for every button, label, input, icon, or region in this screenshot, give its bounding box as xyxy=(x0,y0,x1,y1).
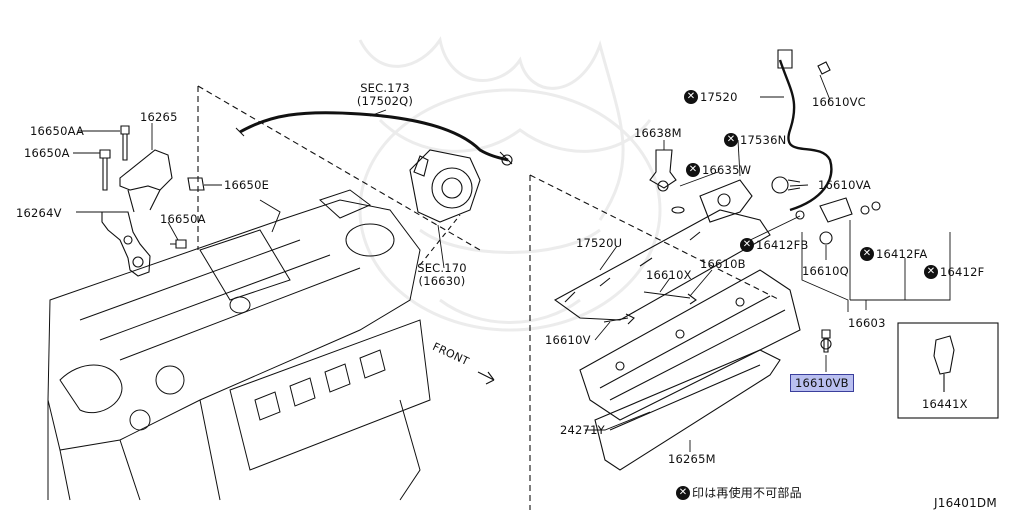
label-24271Y[interactable]: 24271Y xyxy=(560,423,605,437)
label-16635W[interactable]: ✕16635W xyxy=(686,163,751,177)
label-16610VA[interactable]: 16610VA xyxy=(818,178,871,192)
dashed-guide-sec170 xyxy=(419,214,461,266)
label-16412FB[interactable]: ✕16412FB xyxy=(740,238,809,252)
label-16265M[interactable]: 16265M xyxy=(668,452,716,466)
label-16265[interactable]: 16265 xyxy=(140,110,178,124)
clip-16441X xyxy=(933,335,955,392)
engine-cylinder-head xyxy=(47,189,431,501)
label-16441X[interactable]: 16441X xyxy=(922,397,968,411)
bolt-16650A-top xyxy=(99,149,111,191)
label-16412FA[interactable]: ✕16412FA xyxy=(860,247,927,261)
sec173-part: (17502Q) xyxy=(356,94,414,108)
label-16412FA-text: 16412FA xyxy=(876,247,928,261)
dashed-guide-top xyxy=(197,85,481,251)
label-17520-text: 17520 xyxy=(700,90,738,104)
heat-shield-16265M xyxy=(594,349,781,471)
fuel-rail-17520U xyxy=(553,179,771,321)
harness-17520 xyxy=(778,59,833,212)
label-16650E[interactable]: 16650E xyxy=(224,178,270,192)
valve-17536N xyxy=(771,176,801,194)
circled-x-icon: ✕ xyxy=(676,486,690,500)
label-17520U[interactable]: 17520U xyxy=(576,236,623,250)
label-16638M[interactable]: 16638M xyxy=(634,126,682,140)
pump-16630 xyxy=(409,149,481,223)
connector-16610Q xyxy=(795,197,881,245)
label-16610VB-highlighted[interactable]: 16610VB xyxy=(790,374,854,392)
label-16603[interactable]: 16603 xyxy=(848,316,886,330)
section-ref-sec170[interactable]: SEC.170 (16630) xyxy=(417,262,467,288)
label-16635W-text: 16635W xyxy=(702,163,752,177)
diagram-code: J16401DM xyxy=(934,496,997,510)
label-17536N[interactable]: ✕17536N xyxy=(724,133,786,147)
label-16412F[interactable]: ✕16412F xyxy=(924,265,984,279)
front-arrow xyxy=(477,371,495,385)
label-17536N-text: 17536N xyxy=(740,133,787,147)
sec173-title: SEC.173 xyxy=(360,81,410,95)
circled-x-icon: ✕ xyxy=(684,90,698,104)
label-16610B[interactable]: 16610B xyxy=(700,257,746,271)
label-16650A-top[interactable]: 16650A xyxy=(24,146,70,160)
circled-x-icon: ✕ xyxy=(724,133,738,147)
label-16610V[interactable]: 16610V xyxy=(545,333,591,347)
bolt-16650A-bottom xyxy=(170,239,187,249)
watermark-emblem xyxy=(358,36,662,332)
hose-sec173 xyxy=(239,111,509,162)
bolt-16610VC xyxy=(817,61,831,75)
stud-16610X xyxy=(643,291,697,305)
inset-box-16441X xyxy=(897,322,999,419)
label-17520[interactable]: ✕17520 xyxy=(684,90,738,104)
legend-note: ✕印は再使用不可部品 xyxy=(676,486,802,500)
bolt-16610VB xyxy=(820,329,832,353)
circled-x-icon: ✕ xyxy=(860,247,874,261)
bracket-16264V xyxy=(101,149,173,277)
label-16610Q[interactable]: 16610Q xyxy=(802,264,849,278)
circled-x-icon: ✕ xyxy=(686,163,700,177)
label-16650A-bottom[interactable]: 16650A xyxy=(160,212,206,226)
oring-16635W xyxy=(671,206,685,214)
label-16412F-text: 16412F xyxy=(940,265,985,279)
injector-plate xyxy=(579,269,801,421)
bolt-16650AA xyxy=(120,125,130,161)
sensor-16638M xyxy=(649,149,677,192)
sec170-title: SEC.170 xyxy=(417,261,467,275)
label-16412FB-text: 16412FB xyxy=(756,238,809,252)
callout-lines xyxy=(73,74,951,452)
circled-x-icon: ✕ xyxy=(924,265,938,279)
legend-note-text: 印は再使用不可部品 xyxy=(692,486,802,500)
circled-x-icon: ✕ xyxy=(740,238,754,252)
section-ref-sec173[interactable]: SEC.173 (17502Q) xyxy=(357,82,413,108)
dashed-guide-front xyxy=(529,174,781,510)
label-16610VC[interactable]: 16610VC xyxy=(812,95,866,109)
label-16610X[interactable]: 16610X xyxy=(646,268,692,282)
bolt-16610V xyxy=(603,313,635,325)
label-16650AA[interactable]: 16650AA xyxy=(30,124,85,138)
clip-16650E xyxy=(187,177,205,191)
sec170-part: (16630) xyxy=(418,274,466,288)
label-16264V[interactable]: 16264V xyxy=(16,206,62,220)
